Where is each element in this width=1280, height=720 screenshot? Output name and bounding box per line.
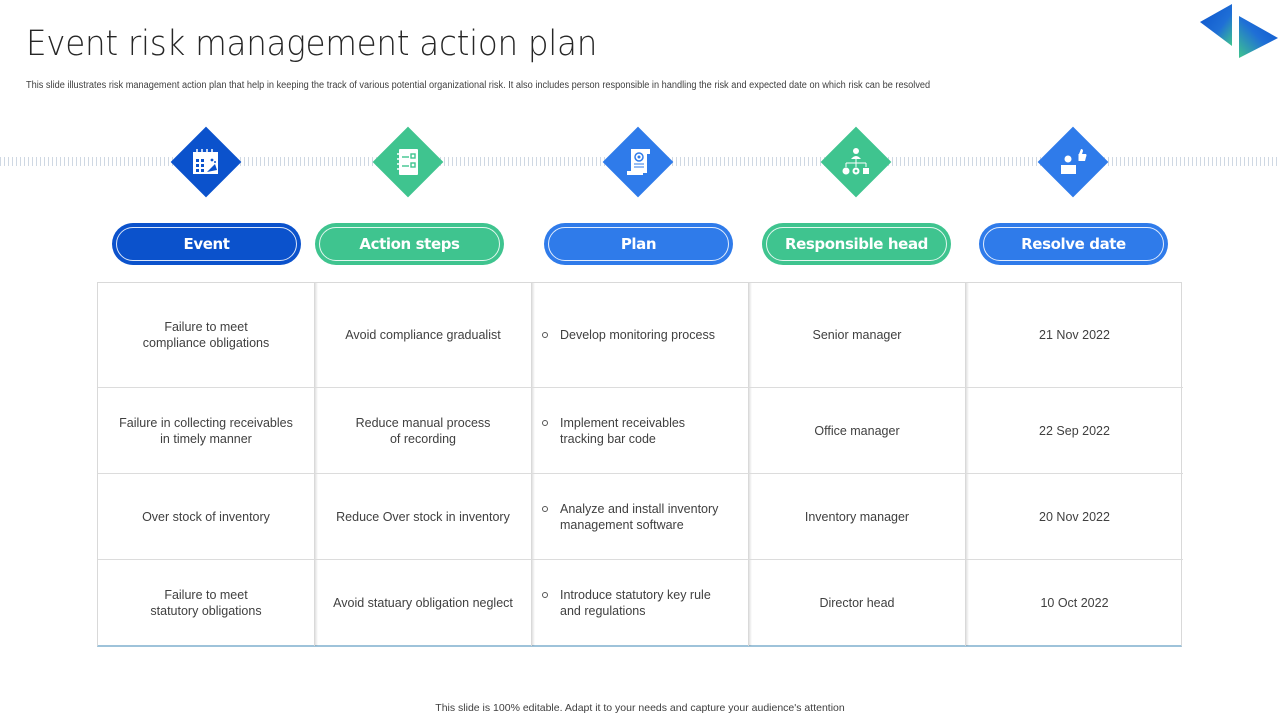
- cell-action: Reduce manual process of recording: [315, 388, 532, 474]
- cell-action: Avoid compliance gradualist: [315, 283, 532, 388]
- plan-text: Implement receivables tracking bar code: [560, 415, 686, 446]
- bullet-icon: [542, 332, 548, 338]
- cell-event: Failure in collecting receivables in tim…: [98, 388, 315, 474]
- plan-text: Develop monitoring process: [560, 328, 715, 342]
- cell-plan: Implement receivables tracking bar code: [532, 388, 749, 474]
- brand-logo-icon: [1200, 4, 1278, 58]
- checklist-icon: [397, 149, 418, 175]
- person-thumbs-up-icon: [1061, 149, 1087, 174]
- bullet-icon: [542, 505, 548, 512]
- cell-plan: Analyze and install inventory management…: [532, 474, 749, 560]
- page-title: Event risk management action plan: [26, 24, 598, 64]
- column-header-label: Action steps: [359, 235, 460, 253]
- document-scroll-icon: [627, 149, 650, 175]
- plan-diamond: [602, 126, 674, 198]
- column-header-label: Plan: [620, 235, 657, 253]
- column-header-responsible-head: Responsible head: [762, 223, 951, 265]
- cell-date: 20 Nov 2022: [966, 474, 1183, 560]
- responsible-head-diamond: [820, 126, 892, 198]
- plan-text: Introduce statutory key rule and regulat…: [560, 588, 711, 618]
- cell-date: 21 Nov 2022: [966, 283, 1183, 388]
- plan-text: Analyze and install inventory management…: [560, 501, 719, 532]
- page-subtitle: This slide illustrates risk management a…: [26, 80, 931, 91]
- org-hierarchy-icon: [842, 148, 869, 175]
- cell-responsible: Director head: [749, 560, 966, 646]
- footer-note: This slide is 100% editable. Adapt it to…: [435, 702, 845, 714]
- cell-action: Avoid statuary obligation neglect: [315, 560, 532, 646]
- cell-plan: Develop monitoring process: [532, 283, 749, 388]
- column-header-label: Responsible head: [784, 235, 929, 253]
- cell-action: Reduce Over stock in inventory: [315, 474, 532, 560]
- cell-date: 22 Sep 2022: [966, 388, 1183, 474]
- column-header-action-steps: Action steps: [315, 223, 504, 265]
- calendar-icon: [193, 149, 218, 174]
- column-header-plan: Plan: [544, 223, 733, 265]
- cell-date: 10 Oct 2022: [966, 560, 1183, 646]
- event-diamond: [170, 126, 242, 198]
- bullet-icon: [542, 592, 548, 598]
- action-steps-diamond: [372, 126, 444, 198]
- cell-event: Over stock of inventory: [98, 474, 315, 560]
- action-plan-table: Failure to meet compliance obligations A…: [97, 282, 1183, 647]
- cell-responsible: Inventory manager: [749, 474, 966, 560]
- resolve-date-diamond: [1037, 126, 1109, 198]
- cell-responsible: Senior manager: [749, 283, 966, 388]
- cell-plan: Introduce statutory key rule and regulat…: [532, 560, 749, 646]
- column-header-label: Event: [183, 235, 230, 253]
- cell-responsible: Office manager: [749, 388, 966, 474]
- cell-event: Failure to meet compliance obligations: [98, 283, 315, 388]
- column-header-label: Resolve date: [1021, 235, 1126, 253]
- column-header-event: Event: [112, 223, 301, 265]
- bullet-icon: [542, 419, 548, 426]
- column-header-resolve-date: Resolve date: [979, 223, 1168, 265]
- cell-event: Failure to meet statutory obligations: [98, 560, 315, 646]
